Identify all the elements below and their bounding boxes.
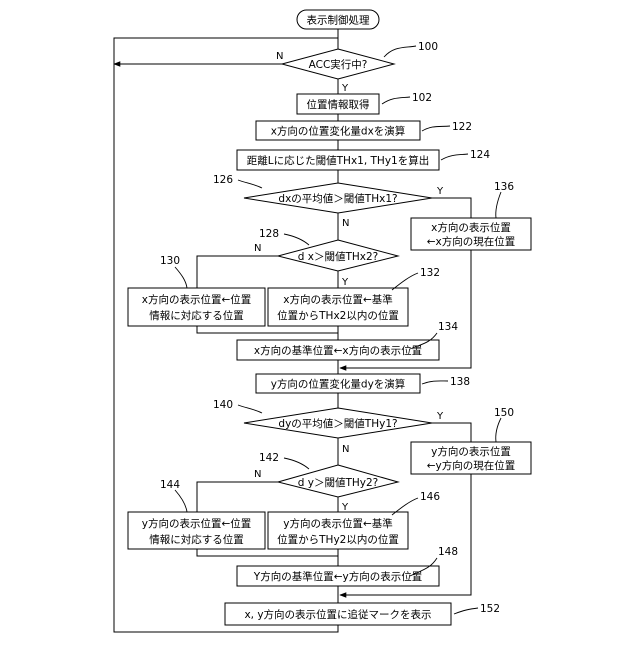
step-122-label: x方向の位置変化量dxを演算 xyxy=(271,125,406,138)
step-146-line2: 位置からTHy2以内の位置 xyxy=(277,533,399,546)
step-138: y方向の位置変化量dyを演算 xyxy=(256,374,420,393)
label-no-126: N xyxy=(342,218,349,229)
decision-128: d x＞閾値THx2? xyxy=(278,240,398,271)
label-no-100: N xyxy=(276,51,283,62)
ref-148: 148 xyxy=(438,546,458,558)
step-102-label: 位置情報取得 xyxy=(307,98,370,111)
ref-126: 126 xyxy=(213,174,233,186)
step-130-line1: x方向の表示位置←位置 xyxy=(142,293,252,306)
label-yes-142: Y xyxy=(341,502,349,513)
decision-126-label: dxの平均値＞閾値THx1? xyxy=(278,192,397,205)
step-122: x方向の位置変化量dxを演算 xyxy=(256,121,420,140)
label-no-140: N xyxy=(342,444,349,455)
ref-134: 134 xyxy=(438,321,458,333)
start-label: 表示制御処理 xyxy=(307,14,370,27)
step-150-line1: y方向の表示位置 xyxy=(431,445,511,458)
step-152-label: x, y方向の表示位置に追従マークを表示 xyxy=(244,608,431,621)
step-134-label: x方向の基準位置←x方向の表示位置 xyxy=(254,344,422,357)
step-136-line2: ←x方向の現在位置 xyxy=(427,235,516,248)
ref-100: 100 xyxy=(418,41,438,53)
ref-132: 132 xyxy=(420,267,440,279)
step-132-line1: x方向の表示位置←基準 xyxy=(283,293,393,306)
decision-100-label: ACC実行中? xyxy=(309,58,368,71)
step-136: x方向の表示位置 ←x方向の現在位置 xyxy=(411,218,531,250)
ref-128: 128 xyxy=(259,228,279,240)
step-144-line1: y方向の表示位置←位置 xyxy=(142,517,252,530)
ref-144: 144 xyxy=(160,479,180,491)
step-144-line2: 情報に対応する位置 xyxy=(149,533,244,546)
ref-140: 140 xyxy=(213,399,233,411)
ref-146: 146 xyxy=(420,491,440,503)
ref-124: 124 xyxy=(470,149,490,161)
step-132-line2: 位置からTHx2以内の位置 xyxy=(277,309,399,322)
step-102: 位置情報取得 xyxy=(297,94,379,114)
step-148-label: Y方向の基準位置←y方向の表示位置 xyxy=(253,570,422,583)
decision-140: dyの平均値＞閾値THy1? xyxy=(244,408,432,438)
label-no-128: N xyxy=(254,243,261,254)
step-130-line2: 情報に対応する位置 xyxy=(149,309,244,322)
step-148: Y方向の基準位置←y方向の表示位置 xyxy=(237,566,439,586)
step-150-line2: ←y方向の現在位置 xyxy=(427,459,516,472)
step-152: x, y方向の表示位置に追従マークを表示 xyxy=(225,603,451,625)
decision-100: ACC実行中? xyxy=(282,49,394,79)
step-124: 距離Lに応じた閾値THx1, THy1を算出 xyxy=(237,150,439,170)
ref-150: 150 xyxy=(494,407,514,419)
ref-102: 102 xyxy=(412,92,432,104)
step-132: x方向の表示位置←基準 位置からTHx2以内の位置 xyxy=(268,288,408,326)
step-146: y方向の表示位置←基準 位置からTHy2以内の位置 xyxy=(268,512,408,549)
decision-128-label: d x＞閾値THx2? xyxy=(298,250,379,263)
step-130: x方向の表示位置←位置 情報に対応する位置 xyxy=(128,288,265,326)
decision-142: d y＞閾値THy2? xyxy=(278,465,398,497)
step-136-line1: x方向の表示位置 xyxy=(431,221,511,234)
label-yes-100: Y xyxy=(341,83,349,94)
label-no-142: N xyxy=(254,469,261,480)
decision-140-label: dyの平均値＞閾値THy1? xyxy=(278,417,397,430)
step-124-label: 距離Lに応じた閾値THx1, THy1を算出 xyxy=(247,154,429,167)
ref-152: 152 xyxy=(480,603,500,615)
ref-142: 142 xyxy=(259,452,279,464)
step-150: y方向の表示位置 ←y方向の現在位置 xyxy=(411,442,531,474)
ref-136: 136 xyxy=(494,181,514,193)
label-yes-128: Y xyxy=(341,277,349,288)
step-144: y方向の表示位置←位置 情報に対応する位置 xyxy=(128,512,265,549)
ref-138: 138 xyxy=(450,376,470,388)
decision-126: dxの平均値＞閾値THx1? xyxy=(244,183,432,213)
ref-122: 122 xyxy=(452,121,472,133)
step-146-line1: y方向の表示位置←基準 xyxy=(283,517,393,530)
label-yes-140: Y xyxy=(436,411,444,422)
label-yes-126: Y xyxy=(436,186,444,197)
step-138-label: y方向の位置変化量dyを演算 xyxy=(271,378,406,391)
decision-142-label: d y＞閾値THy2? xyxy=(298,476,379,489)
ref-130: 130 xyxy=(160,255,180,267)
start-terminal: 表示制御処理 xyxy=(297,10,379,29)
step-134: x方向の基準位置←x方向の表示位置 xyxy=(237,340,439,360)
